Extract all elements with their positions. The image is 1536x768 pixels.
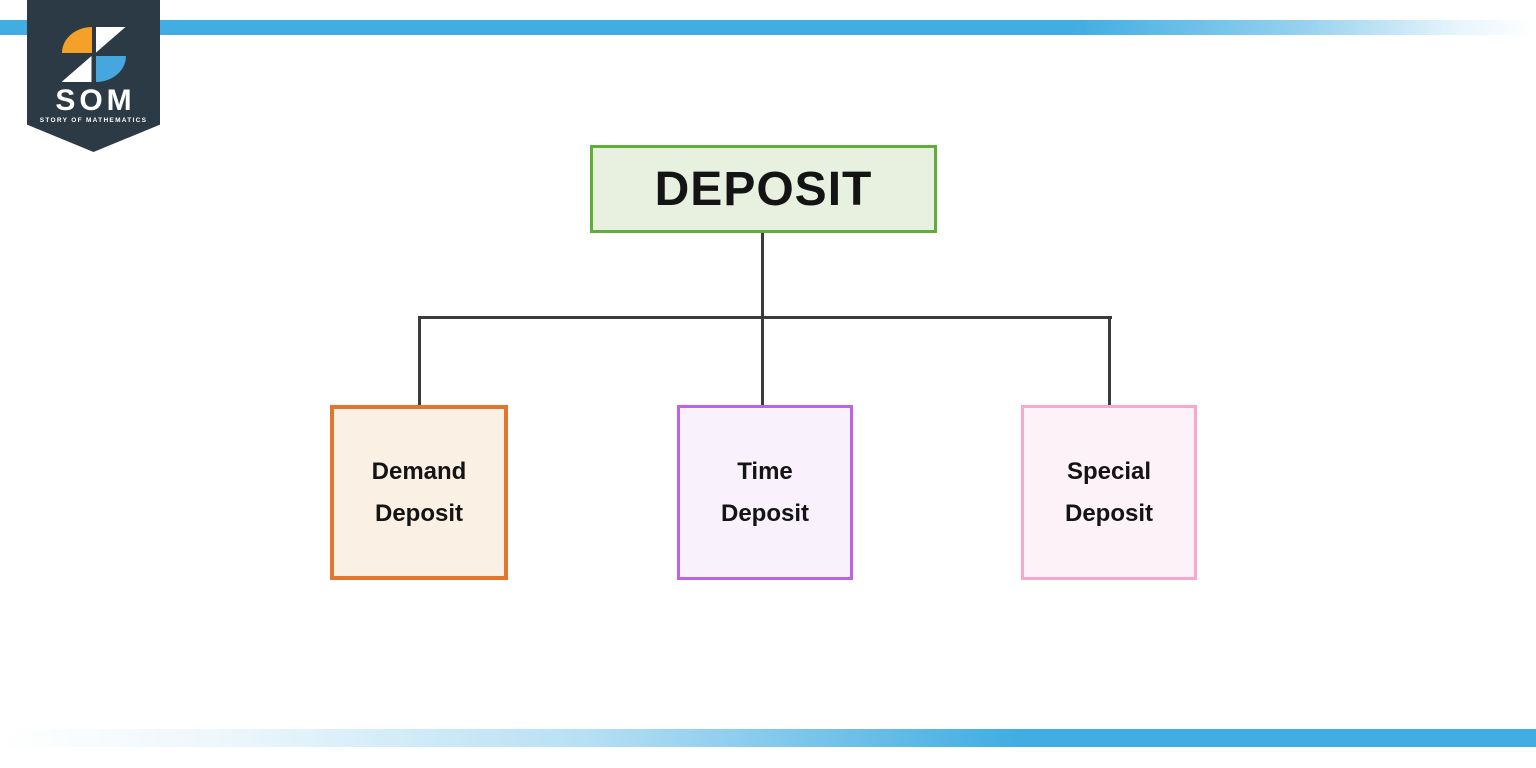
- icon-blue-quarter: [95, 56, 126, 82]
- node-special-deposit-label: Special Deposit: [1064, 457, 1153, 527]
- top-blue-stripe: [0, 20, 1536, 35]
- som-pinwheel-icon: [61, 27, 126, 82]
- node-demand-deposit-label: Demand Deposit: [371, 457, 467, 527]
- som-logo-banner: SOM STORY OF MATHEMATICS: [27, 0, 160, 152]
- icon-orange-quarter: [61, 27, 92, 53]
- logo-acronym: SOM: [55, 84, 136, 117]
- icon-white-triangle-top: [95, 27, 126, 53]
- connector-horizontal: [418, 316, 1112, 319]
- node-deposit-label: DEPOSIT: [654, 162, 873, 216]
- connector-root-drop: [761, 231, 764, 319]
- connector-drop-special: [1108, 316, 1111, 406]
- connector-drop-demand: [418, 316, 421, 406]
- node-demand-deposit: Demand Deposit: [330, 405, 508, 580]
- node-special-deposit: Special Deposit: [1021, 405, 1197, 580]
- node-time-deposit: Time Deposit: [677, 405, 853, 580]
- icon-white-triangle-bottom: [61, 56, 92, 82]
- node-deposit: DEPOSIT: [590, 145, 937, 233]
- node-time-deposit-label: Time Deposit: [720, 457, 809, 527]
- connector-drop-time: [761, 316, 764, 406]
- bottom-blue-stripe: [0, 729, 1536, 747]
- logo-tagline: STORY OF MATHEMATICS: [39, 117, 148, 124]
